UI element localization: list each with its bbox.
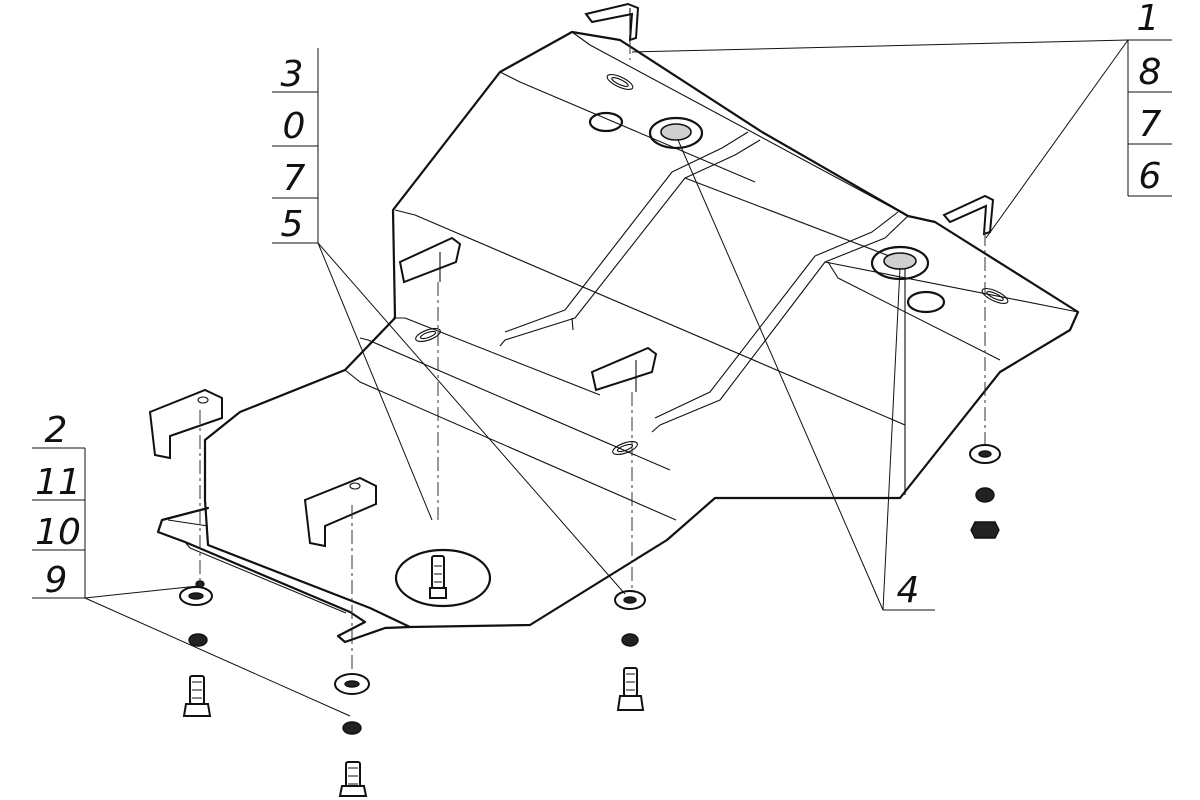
label-6: 6 — [1139, 156, 1162, 197]
label-0: 0 — [283, 106, 306, 147]
leader-lines — [84, 39, 1129, 717]
label-8: 8 — [1139, 52, 1162, 93]
assembly-axes — [199, 40, 986, 670]
mounting-brackets — [148, 2, 995, 548]
label-11: 11 — [35, 462, 81, 503]
fastener-stack-front — [334, 673, 370, 797]
label-5: 5 — [281, 204, 304, 245]
label-stack-left: 3 0 7 5 — [272, 48, 319, 245]
label-9: 9 — [45, 560, 68, 601]
label-bottom-right: 4 — [883, 570, 935, 611]
fastener-stack-center — [614, 590, 646, 711]
label-stack-bottom-left: 2 11 10 9 — [32, 410, 86, 601]
label-10: 10 — [35, 512, 81, 553]
label-4: 4 — [897, 570, 920, 611]
skid-plate — [156, 30, 1080, 644]
label-3: 3 — [281, 54, 304, 95]
label-7-right: 7 — [1139, 104, 1162, 145]
label-2: 2 — [45, 410, 68, 451]
label-7: 7 — [283, 158, 306, 199]
fastener-stack-right — [969, 444, 1001, 539]
label-1: 1 — [1137, 0, 1160, 39]
fastener-stack-left — [179, 580, 213, 717]
center-bolt — [429, 555, 447, 599]
label-stack-right: 1 8 7 6 — [1127, 0, 1172, 197]
